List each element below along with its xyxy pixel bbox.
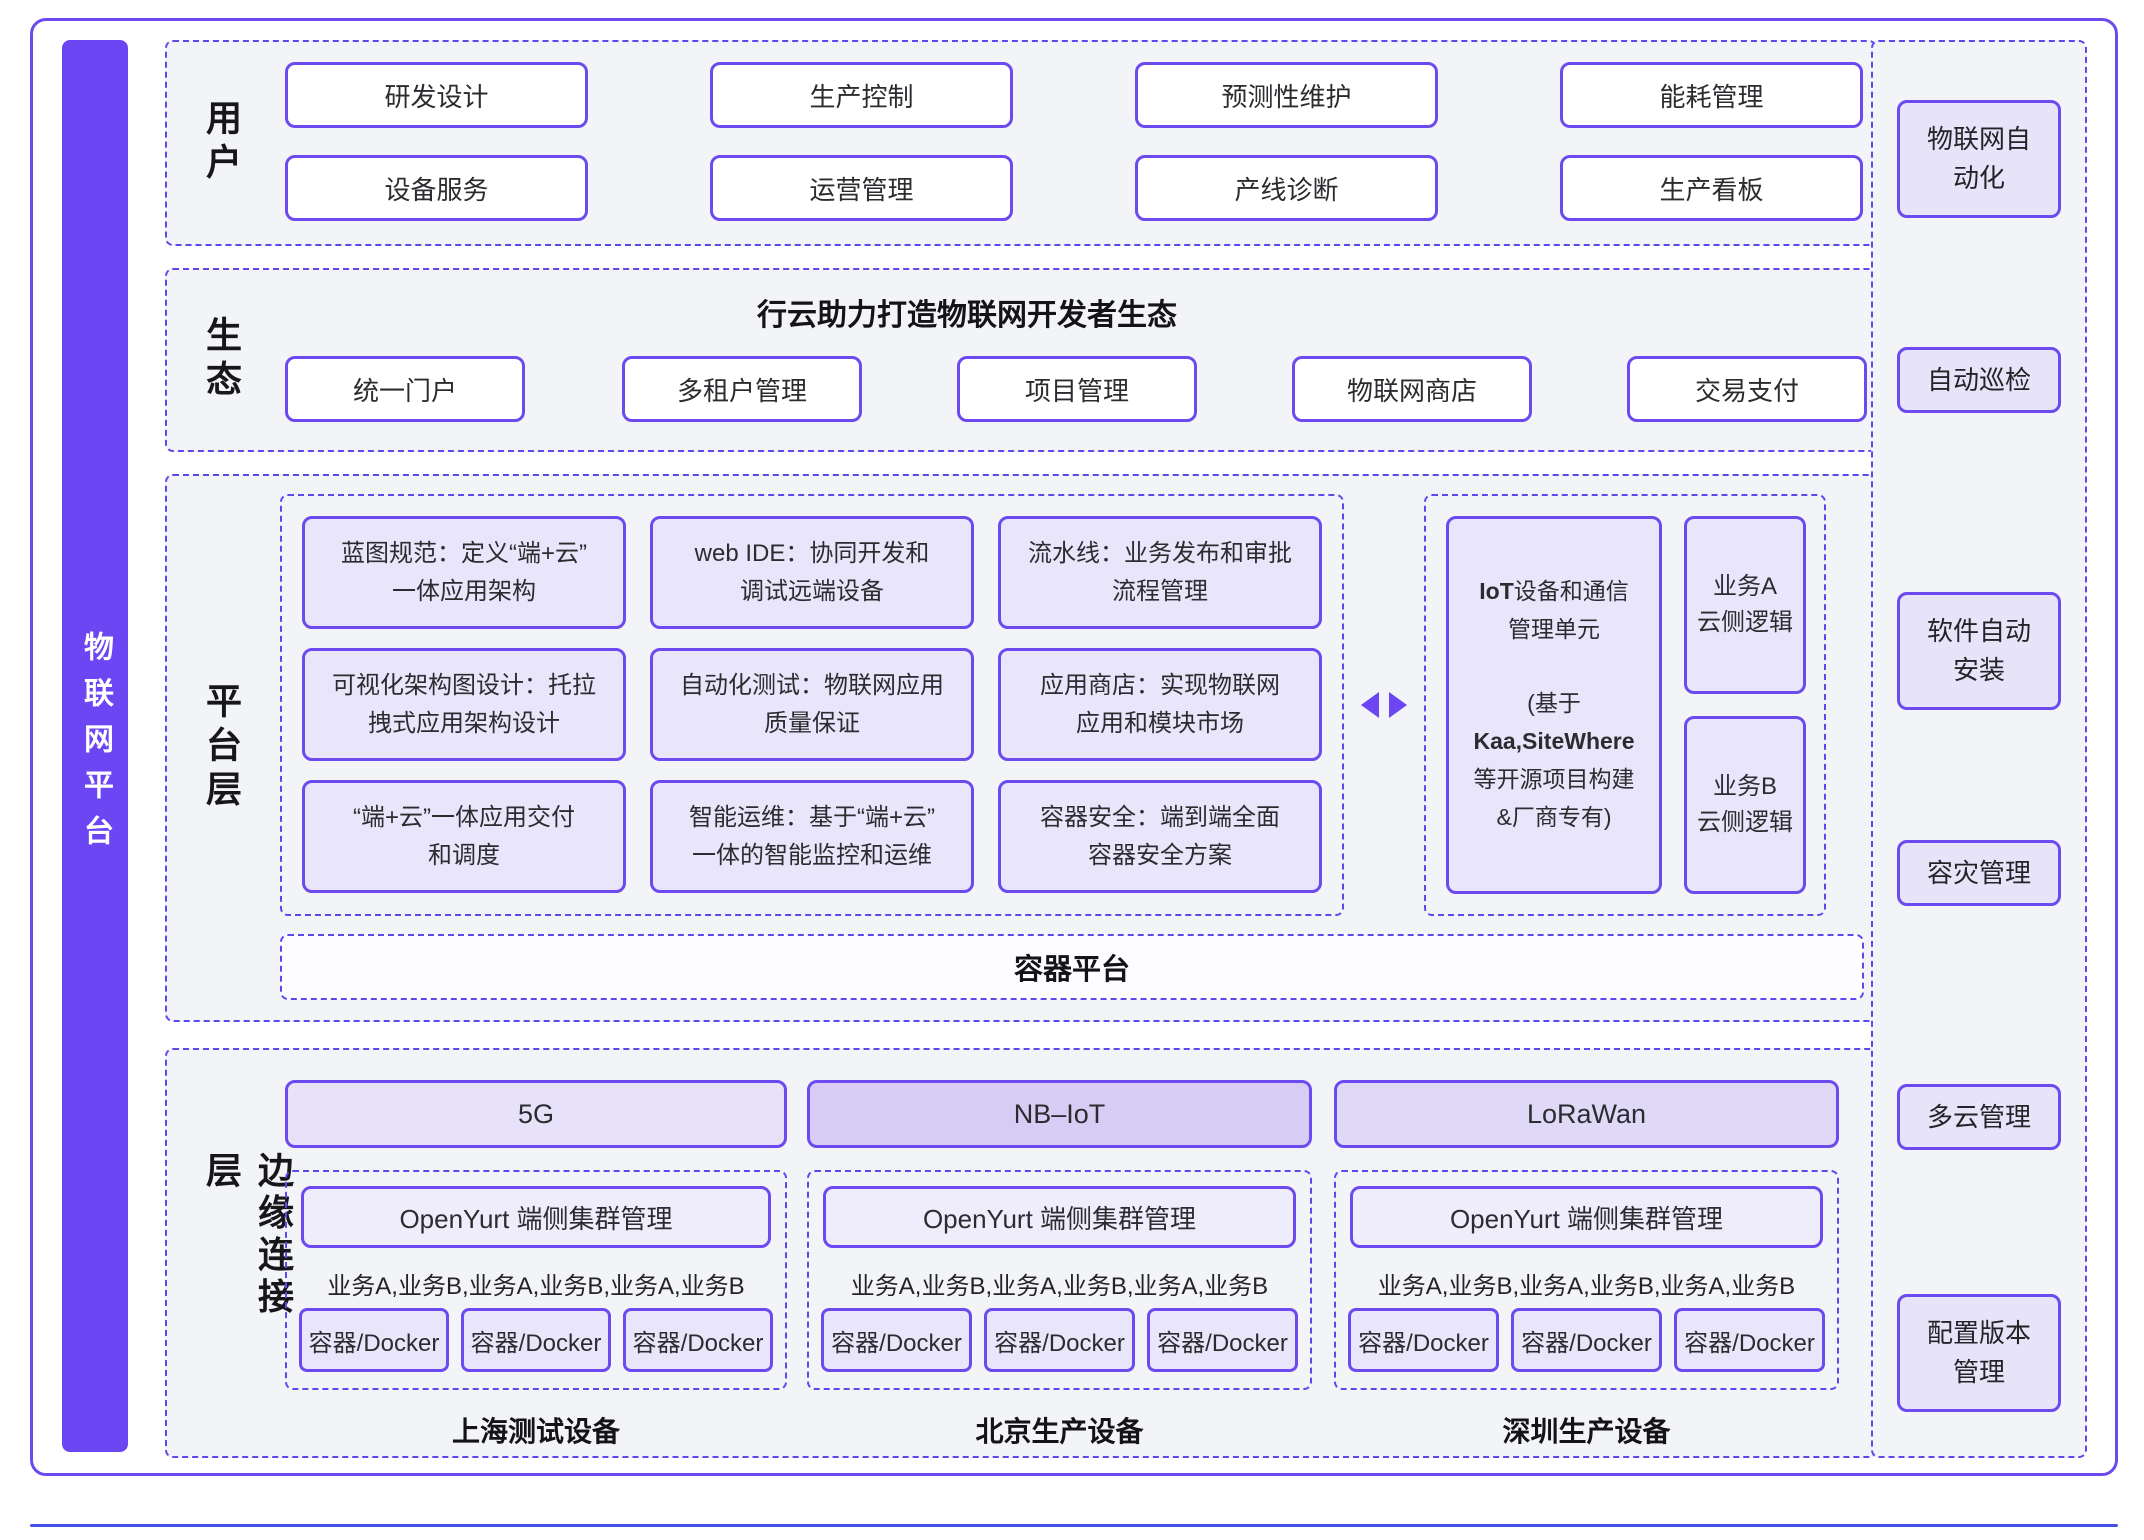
section-platform: 平台层 蓝图规范：定义“端+云”一体应用架构 web IDE：协同开发和调试远端… bbox=[165, 474, 1877, 1022]
edge-cluster-beijing: OpenYurt 端侧集群管理 业务A,业务B,业务A,业务B,业务A,业务B … bbox=[807, 1170, 1312, 1390]
iot-unit-group: IoT设备和通信 管理单元 (基于 Kaa,SiteWhere 等开源项目构建 … bbox=[1424, 494, 1826, 916]
network-box-5g: 5G bbox=[285, 1080, 787, 1148]
right-arrow-icon bbox=[1389, 692, 1407, 718]
docker-box: 容器/Docker bbox=[1511, 1308, 1662, 1372]
users-section-label: 用户 bbox=[201, 99, 242, 187]
ecosystem-title: 行云助力打造物联网开发者生态 bbox=[757, 299, 1177, 332]
user-box: 能耗管理 bbox=[1560, 62, 1863, 128]
edge-section-label: 边缘连接层 bbox=[201, 1151, 294, 1320]
right-rail: 物联网自 动化 自动巡检 软件自动 安装 容灾管理 多云管理 配置版本 管理 bbox=[1871, 40, 2087, 1458]
eco-box: 统一门户 bbox=[285, 356, 525, 422]
rail-box-auto-inspection: 自动巡检 bbox=[1897, 347, 2061, 413]
edge-cluster-shanghai: OpenYurt 端侧集群管理 业务A,业务B,业务A,业务B,业务A,业务B … bbox=[285, 1170, 787, 1390]
eco-box: 物联网商店 bbox=[1292, 356, 1532, 422]
openyurt-box: OpenYurt 端侧集群管理 bbox=[1350, 1186, 1823, 1248]
network-box-nbiot: NB–IoT bbox=[807, 1080, 1312, 1148]
container-platform-bar: 容器平台 bbox=[280, 934, 1864, 1000]
iot-unit-box: IoT设备和通信 管理单元 (基于 Kaa,SiteWhere 等开源项目构建 … bbox=[1446, 516, 1662, 894]
cluster-caption: 深圳生产设备 bbox=[1502, 1416, 1671, 1447]
docker-row: 容器/Docker 容器/Docker 容器/Docker bbox=[821, 1308, 1298, 1372]
docker-row: 容器/Docker 容器/Docker 容器/Docker bbox=[299, 1308, 773, 1372]
eco-box: 交易支付 bbox=[1627, 356, 1867, 422]
platform-feature-group: 蓝图规范：定义“端+云”一体应用架构 web IDE：协同开发和调试远端设备 流… bbox=[280, 494, 1344, 916]
openyurt-box: OpenYurt 端侧集群管理 bbox=[301, 1186, 771, 1248]
docker-box: 容器/Docker bbox=[299, 1308, 449, 1372]
sidebar-title: 物联网平台 bbox=[79, 631, 112, 861]
eco-box: 多租户管理 bbox=[622, 356, 862, 422]
ecosystem-section-label: 生态 bbox=[201, 316, 242, 404]
feature-box: 可视化架构图设计：托拉拽式应用架构设计 bbox=[302, 648, 626, 761]
docker-box: 容器/Docker bbox=[1674, 1308, 1825, 1372]
services-text: 业务A,业务B,业务A,业务B,业务A,业务B bbox=[1377, 1273, 1796, 1300]
services-text: 业务A,业务B,业务A,业务B,业务A,业务B bbox=[850, 1273, 1269, 1300]
user-box: 运营管理 bbox=[710, 155, 1013, 221]
rail-box-software-install: 软件自动 安装 bbox=[1897, 592, 2061, 710]
eco-box: 项目管理 bbox=[957, 356, 1197, 422]
feature-box: 容器安全：端到端全面容器安全方案 bbox=[998, 780, 1322, 893]
feature-box: 应用商店：实现物联网应用和模块市场 bbox=[998, 648, 1322, 761]
user-box: 设备服务 bbox=[285, 155, 588, 221]
docker-box: 容器/Docker bbox=[461, 1308, 611, 1372]
feature-box: “端+云”一体应用交付和调度 bbox=[302, 780, 626, 893]
services-text: 业务A,业务B,业务A,业务B,业务A,业务B bbox=[327, 1273, 745, 1300]
docker-box: 容器/Docker bbox=[1147, 1308, 1298, 1372]
user-box: 生产看板 bbox=[1560, 155, 1863, 221]
network-box-lorawan: LoRaWan bbox=[1334, 1080, 1839, 1148]
rail-box-config-version: 配置版本 管理 bbox=[1897, 1294, 2061, 1412]
docker-row: 容器/Docker 容器/Docker 容器/Docker bbox=[1348, 1308, 1825, 1372]
feature-box: 智能运维：基于“端+云”一体的智能监控和运维 bbox=[650, 780, 974, 893]
rail-box-iot-automation: 物联网自 动化 bbox=[1897, 100, 2061, 218]
sync-arrows bbox=[1361, 692, 1407, 718]
feature-box: 自动化测试：物联网应用质量保证 bbox=[650, 648, 974, 761]
docker-box: 容器/Docker bbox=[1348, 1308, 1499, 1372]
left-arrow-icon bbox=[1361, 692, 1379, 718]
section-users: 用户 研发设计 生产控制 预测性维护 能耗管理 设备服务 运营管理 产线诊断 生… bbox=[165, 40, 1877, 246]
platform-section-label: 平台层 bbox=[201, 682, 242, 814]
bottom-edge-line bbox=[30, 1524, 2118, 1527]
rail-box-disaster-recovery: 容灾管理 bbox=[1897, 840, 2061, 906]
openyurt-box: OpenYurt 端侧集群管理 bbox=[823, 1186, 1296, 1248]
user-box: 生产控制 bbox=[710, 62, 1013, 128]
docker-box: 容器/Docker bbox=[821, 1308, 972, 1372]
rail-box-multicloud: 多云管理 bbox=[1897, 1084, 2061, 1150]
edge-cluster-shenzhen: OpenYurt 端侧集群管理 业务A,业务B,业务A,业务B,业务A,业务B … bbox=[1334, 1170, 1839, 1390]
user-box: 预测性维护 bbox=[1135, 62, 1438, 128]
feature-box: 流水线：业务发布和审批流程管理 bbox=[998, 516, 1322, 629]
docker-box: 容器/Docker bbox=[984, 1308, 1135, 1372]
cluster-caption: 北京生产设备 bbox=[975, 1416, 1144, 1447]
biz-a-box: 业务A 云侧逻辑 bbox=[1684, 516, 1806, 694]
feature-box: 蓝图规范：定义“端+云”一体应用架构 bbox=[302, 516, 626, 629]
feature-box: web IDE：协同开发和调试远端设备 bbox=[650, 516, 974, 629]
biz-b-box: 业务B 云侧逻辑 bbox=[1684, 716, 1806, 894]
cluster-caption: 上海测试设备 bbox=[451, 1416, 620, 1447]
docker-box: 容器/Docker bbox=[623, 1308, 773, 1372]
section-ecosystem: 生态 行云助力打造物联网开发者生态 统一门户 多租户管理 项目管理 物联网商店 … bbox=[165, 268, 1877, 452]
iot-platform-sidebar: 物联网平台 bbox=[62, 40, 128, 1452]
user-box: 产线诊断 bbox=[1135, 155, 1438, 221]
user-box: 研发设计 bbox=[285, 62, 588, 128]
section-edge: 边缘连接层 5G NB–IoT LoRaWan OpenYurt 端侧集群管理 … bbox=[165, 1048, 1877, 1458]
